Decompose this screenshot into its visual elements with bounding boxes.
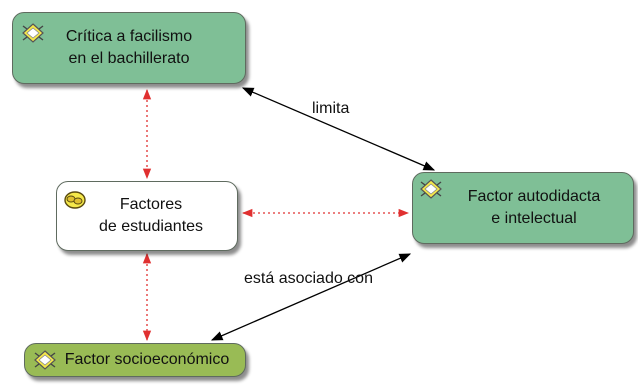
link-autodidacta-socio[interactable] xyxy=(210,253,412,341)
link-critica-autodidacta[interactable] xyxy=(241,87,436,171)
node-critica-facilismo[interactable]: Crítica a facilismo en el bachillerato xyxy=(12,12,246,84)
node-factores-label: Factores de estudiantes xyxy=(98,196,204,235)
node-critica-label: Crítica a facilismo en el bachillerato xyxy=(65,28,193,67)
concept-icon xyxy=(22,23,44,43)
link-label-limita: limita xyxy=(312,100,350,117)
concept-icon xyxy=(34,350,56,370)
node-factor-socioeconomico[interactable]: Factor socioeconómico xyxy=(24,343,246,377)
link-label-asociado: está asociado con xyxy=(244,270,373,287)
node-socio-label: Factor socioeconómico xyxy=(64,351,230,368)
cluster-icon xyxy=(64,191,86,209)
concept-icon xyxy=(420,179,442,199)
node-factor-autodidacta[interactable]: Factor autodidacta e intelectual xyxy=(412,172,634,244)
node-autodidacta-label: Factor autodidacta e intelectual xyxy=(467,188,601,227)
node-factores-estudiantes[interactable]: Factores de estudiantes xyxy=(56,181,238,251)
